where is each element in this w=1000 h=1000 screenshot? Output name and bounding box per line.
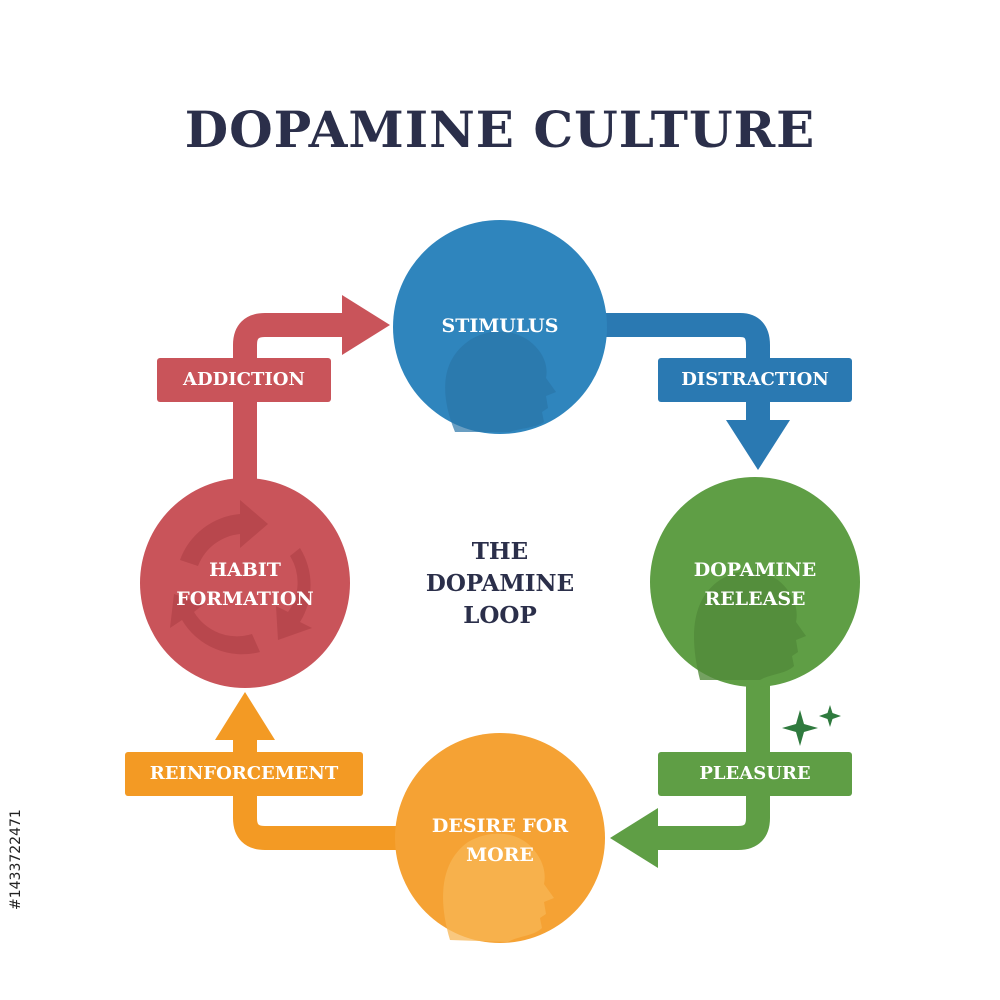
pleasure-connector xyxy=(610,680,841,868)
habit-formation-line: HABIT xyxy=(209,559,281,581)
desire-for-more-line: MORE xyxy=(466,844,534,866)
cycle-arrows-icon xyxy=(170,500,312,655)
dopamine-release-label: DOPAMINE RELEASE xyxy=(655,556,855,614)
addiction-connector xyxy=(233,295,390,480)
habit-formation-node xyxy=(140,478,350,688)
pleasure-tag: PLEASURE xyxy=(658,752,852,796)
reinforcement-connector xyxy=(215,692,410,850)
desire-for-more-line: DESIRE FOR xyxy=(431,815,569,837)
dopamine-release-node xyxy=(650,477,860,687)
distraction-tag: DISTRACTION xyxy=(658,358,852,402)
head-silhouette-icon xyxy=(694,571,806,680)
sparkle-icon xyxy=(782,710,818,746)
center-line: THE xyxy=(471,538,529,565)
dopamine-release-line: DOPAMINE xyxy=(693,559,817,581)
desire-for-more-label: DESIRE FOR MORE xyxy=(400,812,600,870)
addiction-tag: ADDICTION xyxy=(157,358,331,402)
reinforcement-arrowhead xyxy=(215,692,275,740)
stimulus-label-text: STIMULUS xyxy=(441,315,559,337)
distraction-connector xyxy=(600,313,790,470)
head-silhouette-icon xyxy=(445,331,556,432)
habit-formation-label: HABIT FORMATION xyxy=(145,556,345,614)
sparkle-icon xyxy=(819,705,841,727)
image-id-credit: #1433722471 xyxy=(8,809,24,911)
desire-for-more-node xyxy=(395,733,605,943)
center-loop-label: THE DOPAMINE LOOP xyxy=(400,536,600,632)
page-title: DOPAMINE CULTURE xyxy=(184,100,816,159)
distraction-arrowhead xyxy=(726,420,790,470)
stimulus-node xyxy=(393,220,607,434)
center-line: DOPAMINE xyxy=(425,570,575,597)
stimulus-label: STIMULUS xyxy=(400,312,600,341)
head-silhouette-icon xyxy=(443,833,554,942)
addiction-arrowhead xyxy=(342,295,390,355)
center-line: LOOP xyxy=(463,602,537,629)
pleasure-arrowhead xyxy=(610,808,658,868)
reinforcement-tag: REINFORCEMENT xyxy=(125,752,363,796)
habit-formation-line: FORMATION xyxy=(176,588,314,610)
dopamine-release-line: RELEASE xyxy=(704,588,806,610)
